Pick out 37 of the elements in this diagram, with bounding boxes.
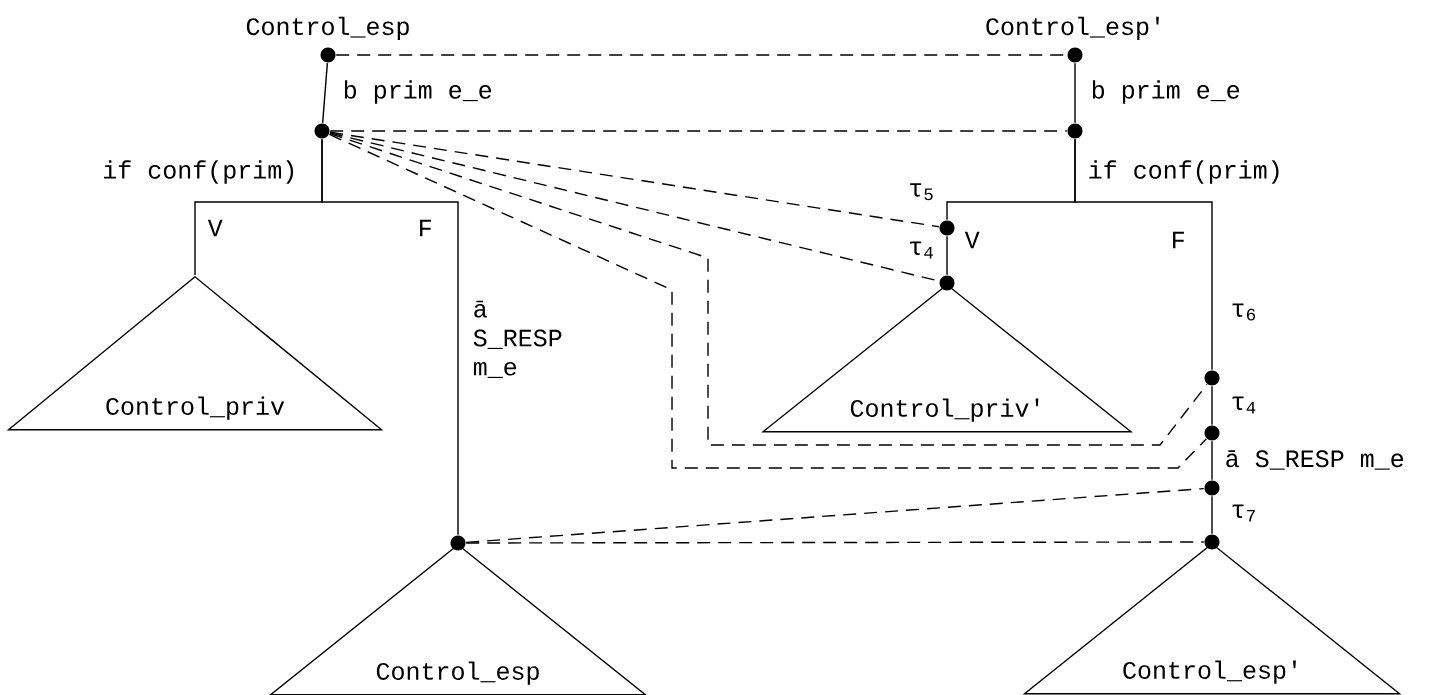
connector-line [329,131,940,228]
edge-label: ā S_RESP m_e [1222,448,1407,472]
annotation: F [1173,231,1184,249]
junction-dot [939,220,955,236]
connector-line [1074,138,1213,371]
edge-label: τ$_{6}$ [1228,301,1259,323]
edge-label: ā S_RESP m_e [470,298,585,380]
connector-line [1074,62,1076,124]
junction-dot [1204,370,1220,386]
connector-line [465,541,1205,544]
junction-dot [1204,534,1220,550]
connector-line [946,235,948,276]
edge-label: τ$_{4}$ [1228,394,1259,416]
connector-line [1211,385,1213,426]
edge-label: b prim e_e [1088,78,1243,106]
connector-line [1211,440,1213,481]
junction-dot [450,535,466,551]
edge-label: τ$_{7}$ [1228,502,1259,524]
annotation: F [420,219,431,237]
annotation: V [207,219,223,237]
connector-line [321,62,329,124]
junction-dot [939,275,955,291]
junction-dot [1204,480,1220,496]
edge-label: τ$_{4}$ [906,239,937,261]
junction-dot [1067,123,1083,139]
edge-label: b prim e_e [340,78,495,106]
node-label: Control_esp' [986,16,1159,41]
connector-line [329,130,1068,132]
annotation: V [964,231,980,249]
connector-line [1211,495,1213,535]
annotation: if conf(prim) [1089,160,1279,184]
node-label: Control_esp [246,16,409,41]
connector-line [321,138,459,536]
annotation: if conf(prim) [104,160,294,184]
junction-dot [314,123,330,139]
junction-dot [1204,425,1220,441]
annotation: τ$_{5}$ [910,183,933,201]
